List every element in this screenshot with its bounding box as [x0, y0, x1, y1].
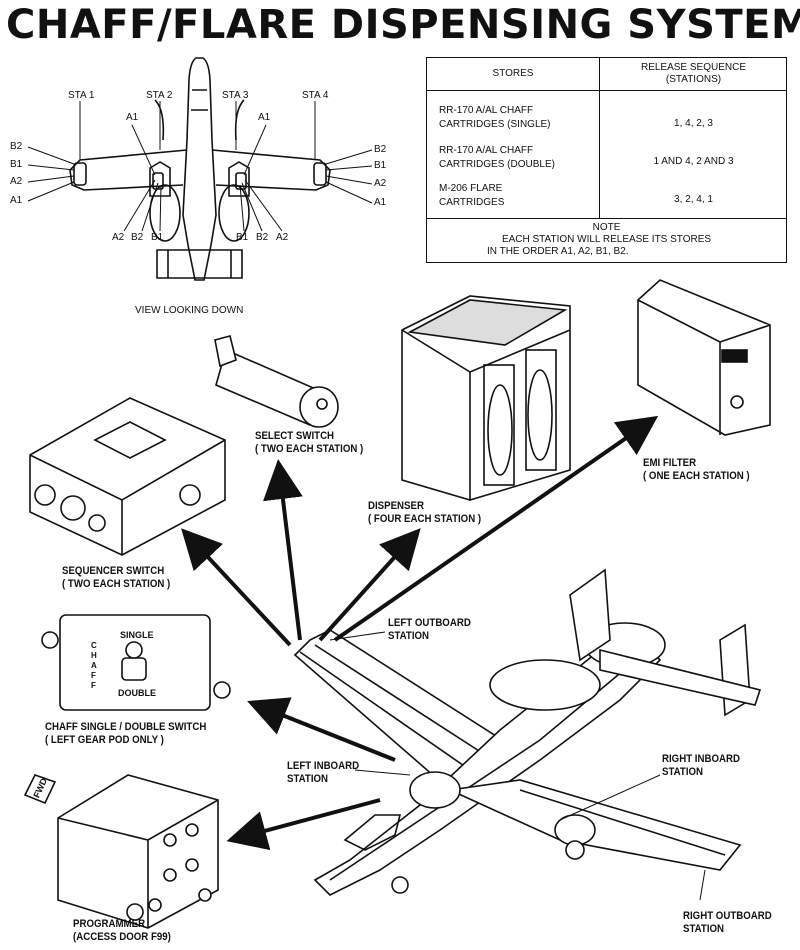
row-label-right-a2: A2 — [374, 178, 387, 189]
chaff-switch-illustration — [41, 614, 231, 711]
table-row-1-sequence: 1, 4, 2, 3 — [674, 118, 713, 129]
inner-left-a2-label: A2 — [112, 232, 125, 243]
top-view-aircraft — [69, 57, 331, 281]
select-switch-illustration — [214, 335, 339, 428]
row-label-right-a1: A1 — [374, 197, 387, 208]
top-view-leaders — [27, 101, 373, 232]
table-header-sequence-2: (STATIONS) — [665, 74, 722, 85]
sequencer-switch-label: SEQUENCER SWITCH ( TWO EACH STATION ) — [62, 565, 171, 590]
left-outboard-station-label: LEFT OUTBOARD STATION — [388, 617, 471, 642]
station-leaders — [329, 631, 706, 901]
table-row-1-store: RR-170 A/AL CHAFF CARTRIDGES (SINGLE) — [439, 105, 551, 130]
page-title: CHAFF/FLARE DISPENSING SYSTEM — [6, 2, 800, 48]
programmer-illustration — [57, 774, 219, 929]
table-row-2-store: RR-170 A/AL CHAFF CARTRIDGES (DOUBLE) — [439, 145, 555, 170]
row-label-right-b2: B2 — [374, 144, 387, 155]
inner-left-b1-label: B1 — [151, 232, 164, 243]
view-caption: VIEW LOOKING DOWN — [135, 305, 244, 316]
dispenser-label: DISPENSER ( FOUR EACH STATION ) — [368, 500, 482, 525]
inner-right-b1-label: B1 — [236, 232, 249, 243]
inner-left-a1-label: A1 — [126, 112, 139, 123]
station-label-3: STA 3 — [222, 90, 249, 101]
inner-right-b2-label: B2 — [256, 232, 269, 243]
table-note-title: NOTE — [592, 222, 621, 233]
select-switch-label: SELECT SWITCH ( TWO EACH STATION ) — [255, 430, 364, 455]
inner-right-a1-label: A1 — [258, 112, 271, 123]
table-row-3-store: M-206 FLARE CARTRIDGES — [439, 183, 505, 208]
release-sequence-table: STORES RELEASE SEQUENCE (STATIONS) RR-17… — [426, 57, 787, 263]
row-label-left-b2: B2 — [10, 141, 23, 152]
inner-right-a2-label: A2 — [276, 232, 289, 243]
table-row-2-sequence: 1 AND 4, 2 AND 3 — [653, 156, 734, 167]
row-label-right-b1: B1 — [374, 160, 387, 171]
panel-chaff-text: C H A F F — [91, 641, 97, 690]
row-label-left-b1: B1 — [10, 159, 23, 170]
table-row-3-sequence: 3, 2, 4, 1 — [674, 194, 713, 205]
table-note-line1: EACH STATION WILL RELEASE ITS STORES — [501, 234, 712, 245]
connection-arrows — [181, 415, 659, 851]
station-label-1: STA 1 — [68, 90, 95, 101]
emi-filter-illustration — [637, 279, 771, 436]
dispenser-illustration — [401, 295, 571, 501]
row-label-left-a1: A1 — [10, 195, 23, 206]
table-header-stores: STORES — [492, 68, 534, 79]
sequencer-switch-illustration — [29, 397, 226, 556]
right-inboard-station-label: RIGHT INBOARD STATION — [662, 753, 740, 778]
row-label-left-a2: A2 — [10, 176, 23, 187]
right-outboard-station-label: RIGHT OUTBOARD STATION — [683, 910, 772, 935]
left-inboard-station-label: LEFT INBOARD STATION — [287, 760, 360, 785]
inner-left-b2-label: B2 — [131, 232, 144, 243]
programmer-label: PROGRAMMER (ACCESS DOOR F99) — [73, 918, 171, 943]
panel-single-text: SINGLE — [120, 630, 154, 640]
chaff-switch-label: CHAFF SINGLE / DOUBLE SWITCH ( LEFT GEAR… — [45, 721, 207, 746]
table-note-line2: IN THE ORDER A1, A2, B1, B2. — [487, 246, 629, 257]
fwd-arrow-tag — [23, 774, 57, 805]
panel-double-text: DOUBLE — [118, 688, 156, 698]
emi-filter-label: EMI FILTER ( ONE EACH STATION ) — [643, 457, 750, 482]
table-header-sequence-1: RELEASE SEQUENCE — [640, 62, 747, 73]
aircraft-perspective-illustration — [293, 568, 762, 896]
station-label-2: STA 2 — [146, 90, 173, 101]
station-label-4: STA 4 — [302, 90, 329, 101]
